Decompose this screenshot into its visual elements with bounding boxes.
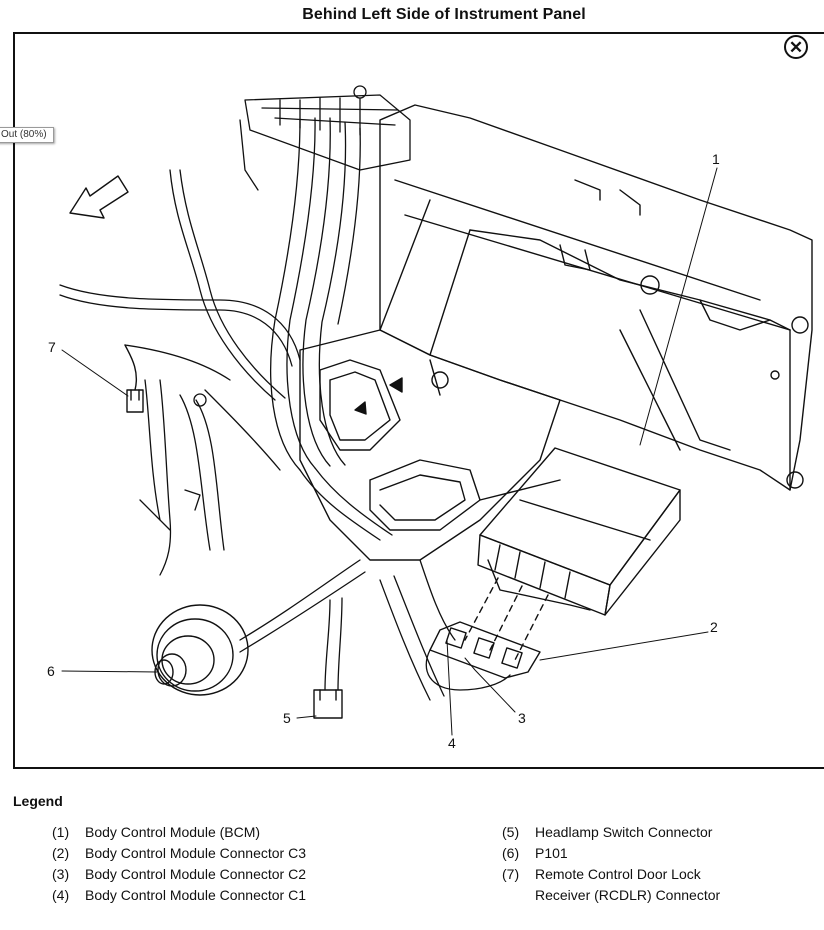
callout-7: 7 bbox=[48, 339, 56, 355]
panel-support-structure bbox=[379, 104, 813, 491]
callout-5: 5 bbox=[283, 710, 291, 726]
zoom-tooltip: Out (80%) bbox=[0, 127, 54, 143]
callout-1: 1 bbox=[712, 151, 720, 167]
legend-label: Body Control Module (BCM) bbox=[85, 824, 261, 840]
legend-number: (3) bbox=[52, 866, 70, 882]
legend-label: Body Control Module Connector C1 bbox=[85, 887, 307, 903]
legend-left-column: (1) Body Control Module (BCM) (2) Body C… bbox=[52, 822, 306, 906]
legend-number: (6) bbox=[502, 845, 520, 861]
headlamp-switch-connector bbox=[313, 689, 343, 719]
legend-number: (1) bbox=[52, 824, 70, 840]
legend-item: (1) Body Control Module (BCM) bbox=[52, 822, 306, 843]
legend-item: Receiver (RCDLR) Connector bbox=[502, 885, 720, 906]
legend-number: (4) bbox=[52, 887, 70, 903]
legend-label: Headlamp Switch Connector bbox=[535, 824, 713, 840]
diagram-title: Behind Left Side of Instrument Panel bbox=[302, 6, 586, 23]
bcm-connectors bbox=[429, 621, 541, 679]
bcm-module bbox=[477, 447, 681, 616]
callout-3: 3 bbox=[518, 710, 526, 726]
legend-item: (4) Body Control Module Connector C1 bbox=[52, 885, 306, 906]
forward-arrow-icon bbox=[69, 175, 129, 219]
connector-guides bbox=[464, 577, 549, 661]
rcdlr-connector bbox=[124, 344, 144, 413]
legend-label: P101 bbox=[535, 845, 568, 861]
legend-item: (2) Body Control Module Connector C3 bbox=[52, 843, 306, 864]
legend-number: (5) bbox=[502, 824, 520, 840]
callout-2: 2 bbox=[710, 619, 718, 635]
diagram-frame bbox=[13, 32, 824, 769]
legend-number bbox=[502, 885, 535, 906]
callout-4: 4 bbox=[448, 735, 456, 751]
legend-title: Legend bbox=[13, 793, 63, 809]
legend-number: (2) bbox=[52, 845, 70, 861]
legend-item: (3) Body Control Module Connector C2 bbox=[52, 864, 306, 885]
wiring-illustration: 1 2 3 4 5 6 7 bbox=[47, 85, 813, 751]
lower-harness bbox=[239, 467, 511, 701]
callout-6: 6 bbox=[47, 663, 55, 679]
main-harness bbox=[239, 85, 411, 471]
air-duct bbox=[299, 329, 561, 561]
legend-item: (5) Headlamp Switch Connector bbox=[502, 822, 720, 843]
left-harness bbox=[59, 169, 301, 576]
legend-label: Receiver (RCDLR) Connector bbox=[535, 887, 721, 903]
legend-label: Remote Control Door Lock bbox=[535, 866, 701, 882]
p101-grommet bbox=[151, 604, 249, 696]
legend-item: (6) P101 bbox=[502, 843, 720, 864]
legend-item: (7) Remote Control Door Lock bbox=[502, 864, 720, 885]
close-icon[interactable]: ✕ bbox=[784, 35, 808, 59]
legend-right-column: (5) Headlamp Switch Connector (6) P101 (… bbox=[502, 822, 720, 906]
legend-label: Body Control Module Connector C3 bbox=[85, 845, 307, 861]
legend-number: (7) bbox=[502, 866, 520, 882]
legend-label: Body Control Module Connector C2 bbox=[85, 866, 307, 882]
callout-leaders bbox=[61, 167, 718, 736]
